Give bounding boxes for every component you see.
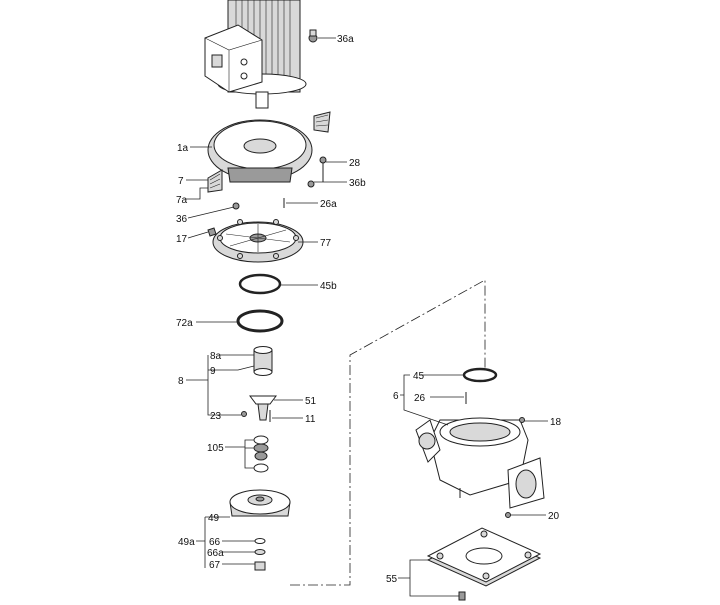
label-1a: 1a — [177, 143, 189, 154]
label-51: 51 — [305, 396, 317, 407]
part-45-ring — [462, 367, 498, 383]
label-23: 23 — [210, 411, 222, 422]
label-20: 20 — [548, 511, 560, 522]
label-49: 49 — [208, 513, 220, 524]
label-26: 26 — [414, 393, 426, 404]
label-36a: 36a — [337, 34, 354, 45]
part-8-shaft-seal — [241, 346, 277, 422]
label-8a: 8a — [210, 351, 222, 362]
part-49-impeller — [229, 489, 291, 517]
label-36: 36 — [176, 214, 188, 225]
part-7-guard-right — [313, 111, 331, 133]
label-45b: 45b — [320, 281, 337, 292]
label-66a: 66a — [207, 548, 224, 559]
label-17: 17 — [176, 234, 188, 245]
part-7-guard-left — [207, 169, 223, 193]
part-36-nut — [232, 202, 240, 210]
part-55-base-plate — [426, 527, 542, 601]
label-55: 55 — [386, 574, 398, 585]
label-67: 67 — [209, 560, 221, 571]
label-26a: 26a — [320, 199, 337, 210]
label-9: 9 — [210, 366, 216, 377]
label-7a: 7a — [176, 195, 188, 206]
part-1a-flange — [207, 119, 313, 183]
motor — [204, 0, 307, 109]
label-66: 66 — [209, 537, 221, 548]
part-6-pump-housing — [415, 417, 545, 509]
part-36a-bolt — [308, 29, 318, 43]
label-36b: 36b — [349, 178, 366, 189]
part-20-plug — [505, 512, 511, 518]
part-66-washer — [254, 538, 266, 544]
part-36b-nut — [307, 180, 315, 188]
part-28-screw — [319, 156, 327, 182]
label-49a: 49a — [178, 537, 195, 548]
leader-lines — [186, 37, 548, 597]
label-8: 8 — [178, 376, 184, 387]
part-45b-ring — [238, 273, 282, 295]
part-66a-washer — [254, 549, 266, 555]
part-67-nut — [254, 561, 266, 571]
label-28: 28 — [349, 158, 361, 169]
part-77-pump-head-cover — [212, 219, 304, 263]
part-17-plug — [207, 227, 217, 237]
label-6: 6 — [393, 391, 399, 402]
part-105-bearing-stack — [253, 435, 269, 473]
part-72a-o-ring — [236, 309, 284, 333]
label-11: 11 — [305, 414, 316, 425]
alignment-centerline — [290, 279, 486, 586]
label-72a: 72a — [176, 318, 193, 329]
label-18: 18 — [550, 417, 562, 428]
label-105: 105 — [207, 443, 224, 454]
label-45: 45 — [413, 371, 425, 382]
label-7: 7 — [178, 176, 184, 187]
label-77: 77 — [320, 238, 332, 249]
part-18-plug — [519, 417, 525, 423]
